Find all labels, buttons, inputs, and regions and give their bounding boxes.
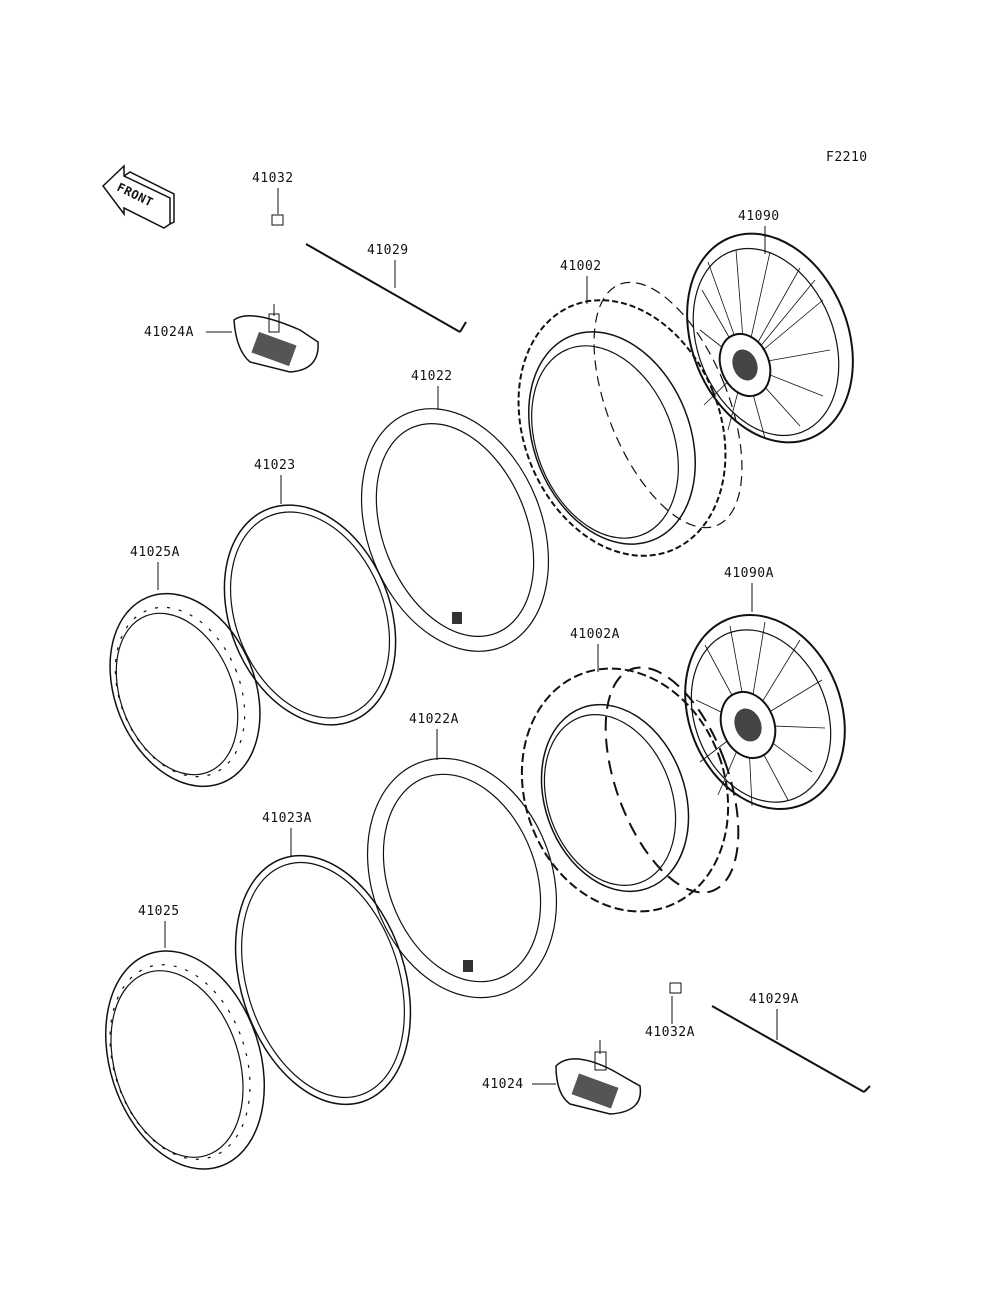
part-41090A: 41090A	[684, 566, 846, 810]
part-41024A: 41024A	[144, 304, 319, 373]
part-41023: 41023	[223, 458, 397, 726]
front-arrow-icon: FRONT	[102, 164, 175, 229]
label-41024A: 41024A	[144, 325, 194, 340]
label-41029A: 41029A	[749, 992, 799, 1007]
label-41024: 41024	[482, 1077, 524, 1092]
label-41025A: 41025A	[130, 545, 180, 560]
label-41025: 41025	[138, 904, 180, 919]
label-41023: 41023	[254, 458, 296, 473]
label-41002A: 41002A	[570, 627, 620, 642]
label-41032: 41032	[252, 171, 294, 186]
label-41090: 41090	[738, 209, 780, 224]
label-41032A: 41032A	[645, 1025, 695, 1040]
label-41002: 41002	[560, 259, 602, 274]
part-41024: 41024	[482, 1040, 642, 1115]
part-41025: 41025	[104, 904, 266, 1170]
part-41002A: 41002A	[520, 627, 740, 913]
figure-code: F2210	[826, 150, 868, 165]
label-41022: 41022	[411, 369, 453, 384]
label-41022A: 41022A	[409, 712, 459, 727]
part-41022: 41022	[360, 369, 550, 652]
part-41029A: 41029A	[711, 992, 871, 1093]
label-41029: 41029	[367, 243, 409, 258]
label-41023A: 41023A	[262, 811, 312, 826]
part-41090: 41090	[686, 209, 854, 444]
part-41023A: 41023A	[234, 811, 412, 1106]
part-41032: 41032	[252, 171, 294, 226]
front-arrow-text: FRONT	[115, 180, 156, 210]
part-41032A: 41032A	[645, 982, 695, 1040]
label-41090A: 41090A	[724, 566, 774, 581]
part-41029: 41029	[305, 243, 467, 333]
part-41002: 41002	[517, 259, 743, 557]
part-41025A: 41025A	[109, 545, 261, 788]
part-41022A: 41022A	[366, 712, 558, 999]
